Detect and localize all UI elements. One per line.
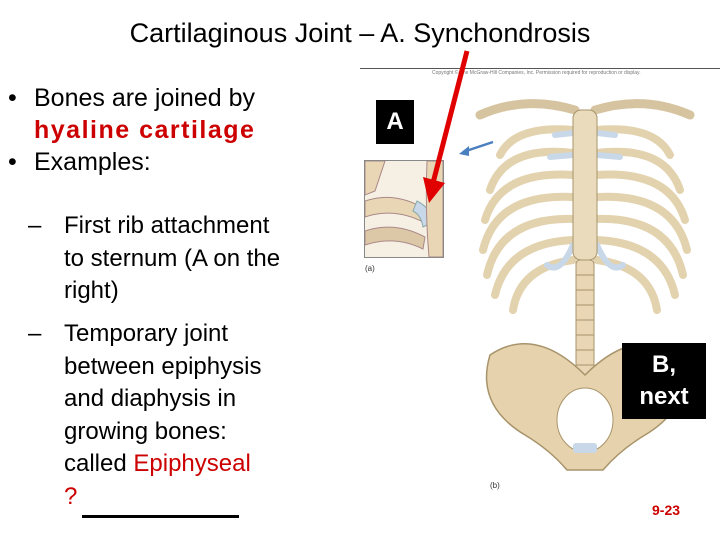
label-b-line2: next — [639, 383, 689, 410]
sub-bullet-1-line: to sternum (A on the — [64, 244, 281, 272]
copyright-note: Copyright © The McGraw-Hill Companies, I… — [432, 70, 641, 76]
blue-arrow-icon — [459, 140, 494, 156]
inset-frame — [364, 160, 444, 258]
bullet-1: • Bones are joined by hyaline cartilage — [8, 84, 256, 144]
bullet-1-highlight: hyaline cartilage — [34, 116, 256, 144]
sub-bullet-2-line: and diaphysis in — [64, 385, 237, 412]
sub-bullet-2-line: Temporary joint — [64, 320, 229, 347]
sub-bullet-1: – First rib attachment to sternum (A on … — [28, 210, 348, 308]
page-number: 9-23 — [652, 502, 681, 518]
label-b-box: B, next — [622, 343, 706, 419]
sub-bullet-2-called-line: called Epiphyseal — [64, 450, 251, 477]
slide-title: Cartilaginous Joint – A. Synchondrosis — [129, 18, 591, 48]
sub-bullet-2-line: between epiphysis — [64, 352, 262, 380]
bullet-2-text: Examples: — [34, 148, 151, 176]
sub-bullet-2-dash: – — [28, 320, 42, 347]
fill-in-blank-line — [82, 515, 239, 518]
bullet-list: • Bones are joined by hyaline cartilage … — [6, 82, 351, 178]
rib-sternum-joint-icon — [365, 161, 443, 257]
figure-top-rule — [360, 68, 720, 69]
epiphyseal-term: Epiphyseal — [133, 450, 251, 477]
bullet-2: • Examples: — [8, 148, 151, 176]
sub-bullet-1-line: right) — [64, 277, 119, 304]
blank-question-mark: ? — [64, 482, 78, 510]
red-pointer-arrow-icon — [423, 50, 470, 203]
figure-label-a: (a) — [365, 264, 375, 273]
sub-bullet-1-dash: – — [28, 212, 42, 239]
sub-bullet-2-line: growing bones: — [64, 417, 227, 445]
bullet-1-text: Bones are joined by — [34, 84, 255, 112]
sub-bullet-2: – Temporary joint between epiphysis and … — [28, 318, 348, 513]
sub-bullet-1-line: First rib attachment — [64, 212, 270, 239]
label-b-line1: B, — [652, 351, 676, 378]
figure-label-b: (b) — [490, 481, 500, 490]
label-a-box: A — [376, 100, 414, 144]
